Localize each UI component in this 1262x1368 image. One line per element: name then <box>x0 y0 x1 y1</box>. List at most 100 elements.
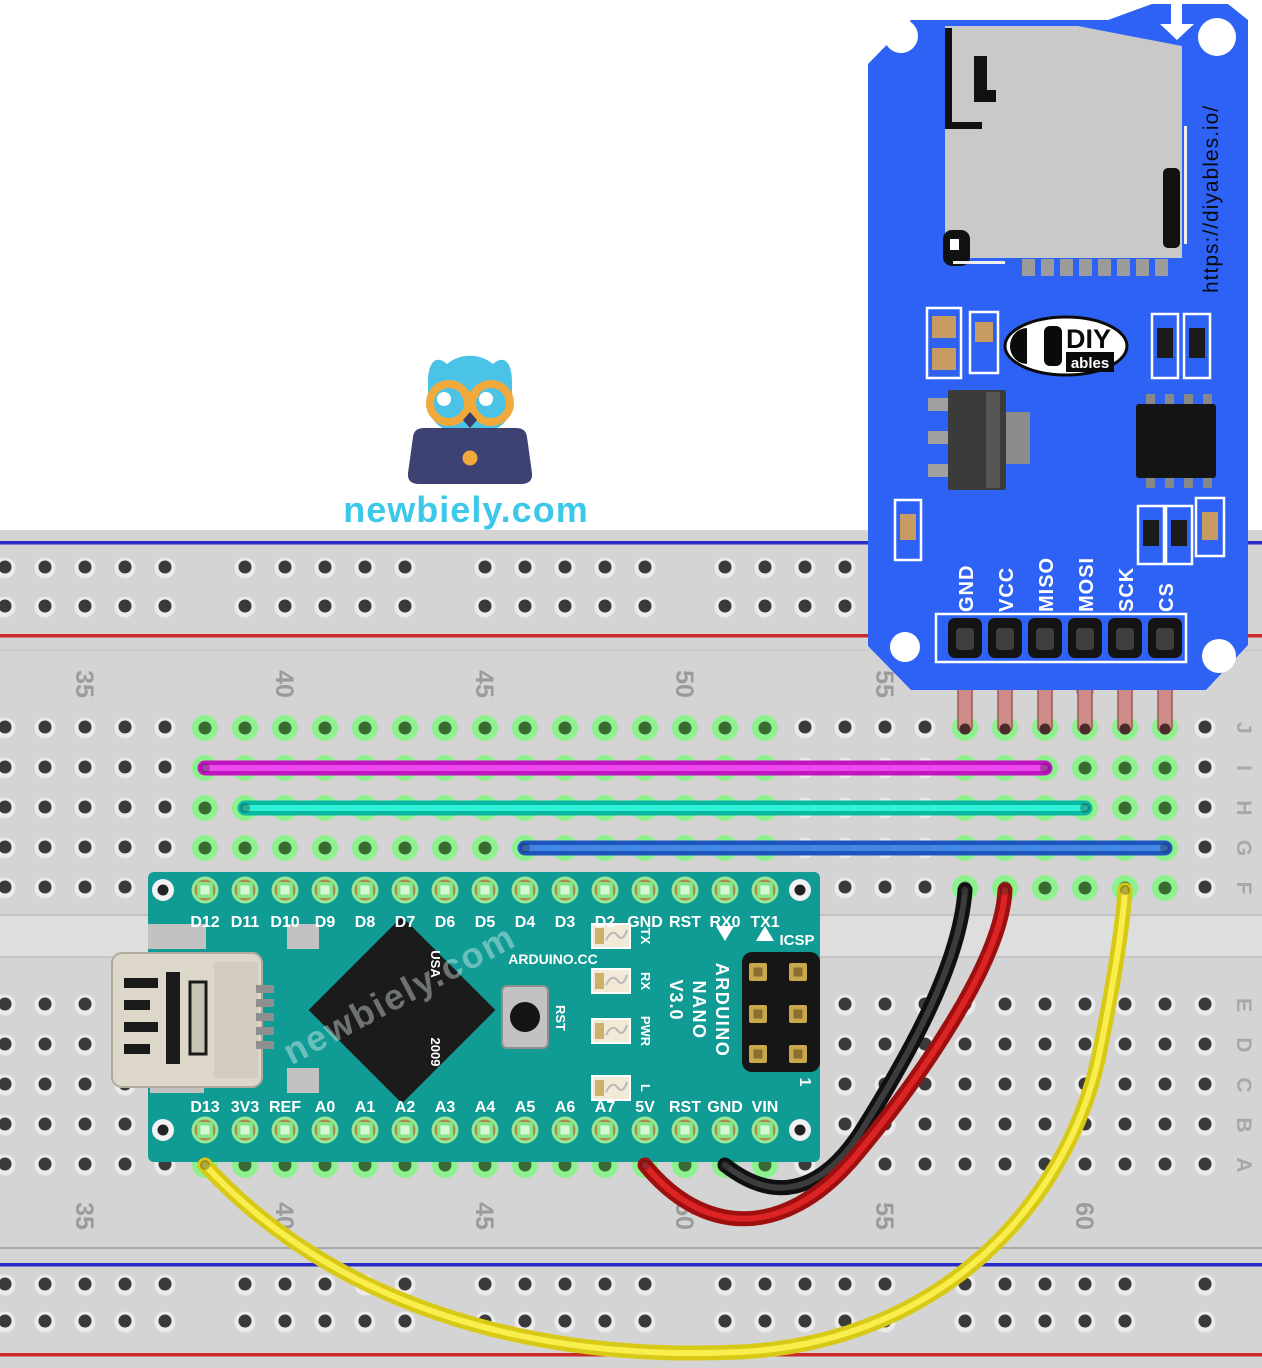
column-number: 45 <box>470 1202 498 1230</box>
nano-pin-hole-center <box>680 885 690 895</box>
gnd-wire-highlight <box>722 887 968 1191</box>
breadboard-hole-center <box>1118 997 1132 1011</box>
vcc-wire-highlight <box>642 887 1008 1222</box>
breadboard-hole-center <box>1158 1157 1172 1171</box>
sd-card-slot <box>943 26 1187 276</box>
connected-hole-center <box>278 841 292 855</box>
breadboard-hole-center <box>278 560 292 574</box>
led-label: L <box>638 1084 653 1092</box>
breadboard-hole-center <box>1158 1037 1172 1051</box>
breadboard-hole-center <box>78 1314 92 1328</box>
breadboard-hole-center <box>558 1314 572 1328</box>
icsp-pin-center <box>753 1049 763 1059</box>
vcc-wire-end <box>640 1160 650 1170</box>
owl-mascot-icon <box>407 355 533 484</box>
nano-top-pin-label: TX1 <box>750 914 779 931</box>
breadboard-hole-center <box>838 880 852 894</box>
breadboard-hole-center <box>78 997 92 1011</box>
vcc-wire-end <box>1000 885 1010 895</box>
breadboard-hole-center <box>1158 1117 1172 1131</box>
breadboard-hole-center <box>78 840 92 854</box>
nano-bottom-pin-label: A2 <box>395 1099 416 1116</box>
nano-pin-hole-center <box>200 885 210 895</box>
breadboard-hole-center <box>1198 800 1212 814</box>
breadboard-hole-center <box>78 1277 92 1291</box>
breadboard-hole-center <box>398 599 412 613</box>
nano-pin-hole-center <box>400 1125 410 1135</box>
breadboard-hole-center <box>878 720 892 734</box>
breadboard-hole-center <box>1158 997 1172 1011</box>
breadboard-hole-center <box>78 1157 92 1171</box>
nano-pin-hole-center <box>400 885 410 895</box>
breadboard-hole-center <box>1118 1077 1132 1091</box>
breadboard-hole-center <box>38 1314 52 1328</box>
breadboard-hole-center <box>838 1117 852 1131</box>
miso-wire-end <box>1040 763 1050 773</box>
breadboard-hole-center <box>1198 720 1212 734</box>
connected-hole-center <box>478 841 492 855</box>
breadboard-hole-center <box>958 1117 972 1131</box>
breadboard-hole-center <box>38 1277 52 1291</box>
breadboard-hole-center <box>1078 1157 1092 1171</box>
column-number: 60 <box>1070 1202 1098 1230</box>
breadboard-hole-center <box>1198 760 1212 774</box>
breadboard-hole-center <box>398 560 412 574</box>
nano-top-pin-label: D2 <box>595 914 616 931</box>
connected-hole-center <box>1158 881 1172 895</box>
breadboard-hole-center <box>838 720 852 734</box>
diyables-logo: DIY ables <box>1003 315 1129 377</box>
nano-bottom-pin-label: D13 <box>190 1099 219 1116</box>
sd-header-pin-hole <box>1076 628 1094 650</box>
micro-sd-module: https://diyables.io/ DIY ables <box>868 2 1248 735</box>
connected-hole-center <box>1078 761 1092 775</box>
breadboard-hole-center <box>0 560 12 574</box>
breadboard-hole-center <box>78 800 92 814</box>
sd-pin-leg-tip <box>1039 723 1051 735</box>
connected-hole-center <box>398 721 412 735</box>
row-letter: J <box>1232 722 1255 734</box>
breadboard-hole-center <box>998 1037 1012 1051</box>
nano-top-pin-label: D6 <box>435 914 456 931</box>
nano-top-pin-label: D3 <box>555 914 576 931</box>
breadboard-hole-center <box>838 1277 852 1291</box>
column-number: 50 <box>670 670 698 698</box>
connected-hole-center <box>358 721 372 735</box>
rx0-arrow-icon <box>716 926 734 941</box>
breadboard-hole-center <box>0 880 12 894</box>
breadboard-hole-center <box>278 599 292 613</box>
breadboard-hole-center <box>1198 1117 1212 1131</box>
nano-pin-hole-center <box>600 885 610 895</box>
breadboard-hole-center <box>518 1314 532 1328</box>
top-rail-red-line <box>0 634 1262 638</box>
breadboard-hole-center <box>358 1314 372 1328</box>
led-label: PWR <box>638 1016 653 1047</box>
breadboard-hole-center <box>1038 1077 1052 1091</box>
gnd-wire-end <box>720 1160 730 1170</box>
breadboard-hole-center <box>718 599 732 613</box>
nano-pin-hole-center <box>560 1125 570 1135</box>
nano-mounting-holes <box>152 879 811 1141</box>
smd-pads <box>900 316 1218 546</box>
nano-top-pin-label: RST <box>669 914 701 931</box>
column-number: 55 <box>870 1202 898 1230</box>
sd-header-pin-hole <box>956 628 974 650</box>
breadboard-hole-center <box>1078 997 1092 1011</box>
site-name-text: newbiely.com <box>343 489 588 530</box>
row-letter: H <box>1232 800 1255 815</box>
logo-glyph-icon <box>1010 328 1027 364</box>
spi-ic-chip <box>1136 394 1216 488</box>
breadboard-hole-center <box>118 840 132 854</box>
breadboard-hole-center <box>78 1077 92 1091</box>
arduino-cc-label: ARDUINO.CC <box>508 951 597 967</box>
column-number: 35 <box>70 670 98 698</box>
connected-hole-center <box>758 721 772 735</box>
breadboard-hole-center <box>838 997 852 1011</box>
nano-bottom-pin-label: A5 <box>515 1099 536 1116</box>
connected-hole-center <box>438 841 452 855</box>
breadboard-hole-center <box>318 599 332 613</box>
sd-pin-header <box>948 618 1182 658</box>
breadboard-hole-center <box>918 1157 932 1171</box>
breadboard-hole-center <box>918 880 932 894</box>
breadboard-hole-center <box>318 1314 332 1328</box>
sd-pin-label: MOSI <box>1076 557 1098 612</box>
